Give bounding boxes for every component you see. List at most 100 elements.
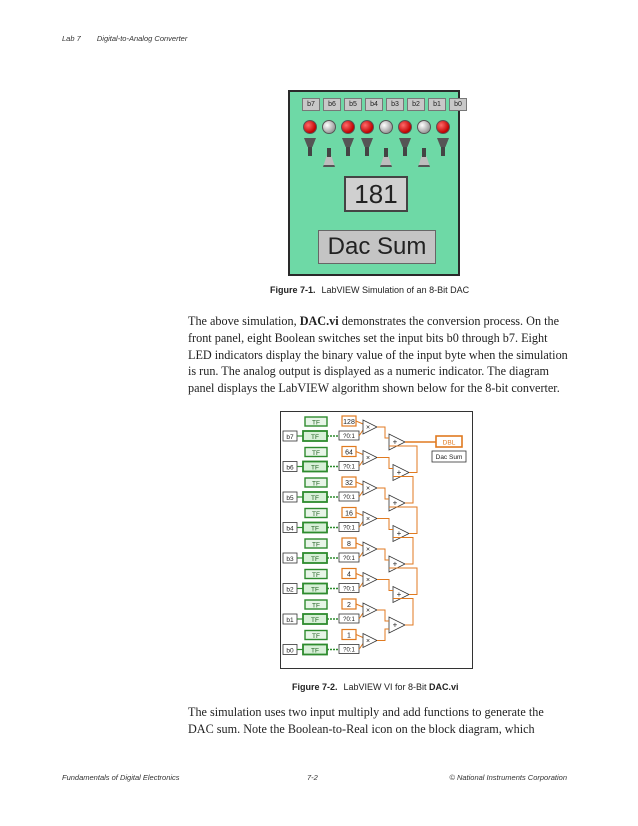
paragraph-1-before: The above simulation, bbox=[188, 314, 300, 328]
led-b7 bbox=[303, 120, 317, 134]
bit-label-b1: b1 bbox=[428, 98, 446, 111]
multiply-symbol: × bbox=[366, 455, 370, 462]
dbl-indicator-label: DBL bbox=[443, 440, 456, 447]
multiply-symbol: × bbox=[366, 516, 370, 523]
bool-to-real-label: ?0:1 bbox=[343, 587, 355, 593]
weight-wire bbox=[355, 634, 364, 638]
multiply-node bbox=[362, 632, 378, 649]
led-b2 bbox=[398, 120, 412, 134]
figure-1-caption-text: LabVIEW Simulation of an 8-Bit DAC bbox=[321, 285, 470, 295]
figure-1-caption: Figure 7-1.LabVIEW Simulation of an 8-Bi… bbox=[270, 285, 469, 295]
add-node bbox=[388, 616, 406, 634]
bool-to-real-label: ?0:1 bbox=[343, 648, 355, 654]
switch-b0[interactable] bbox=[435, 138, 451, 168]
weight-constant-4: 4 bbox=[347, 572, 351, 579]
multiply-symbol: × bbox=[366, 547, 370, 554]
tf-constant-box bbox=[304, 446, 328, 458]
footer-left: Fundamentals of Digital Electronics bbox=[62, 773, 180, 782]
bit-terminal-label-b6: b6 bbox=[286, 465, 294, 472]
led-row bbox=[302, 120, 451, 134]
value-wire bbox=[358, 521, 364, 528]
weight-wire bbox=[355, 603, 364, 608]
dac-sum-terminal-label: Dac Sum bbox=[436, 454, 463, 461]
tf-constant-box bbox=[304, 568, 328, 580]
figure-2-caption: Figure 7-2.LabVIEW VI for 8-Bit DAC.vi bbox=[292, 682, 465, 692]
header-title: Digital-to-Analog Converter bbox=[96, 34, 188, 43]
bit-terminal-label-b2: b2 bbox=[286, 587, 294, 594]
multiply-node bbox=[362, 602, 378, 618]
bool-to-real-label: ?0:1 bbox=[343, 526, 355, 532]
bool-to-real-label: ?0:1 bbox=[343, 465, 355, 471]
multiply-node bbox=[362, 480, 378, 496]
switch-b5[interactable] bbox=[340, 138, 356, 168]
value-wire bbox=[358, 582, 364, 589]
tf-constant-label: TF bbox=[312, 541, 320, 548]
led-b0 bbox=[436, 120, 450, 134]
footer-page-number: 7-2 bbox=[307, 773, 318, 782]
bit-terminal-label-b1: b1 bbox=[286, 617, 294, 624]
weight-wire bbox=[355, 573, 364, 577]
tf-switch-label: TF bbox=[311, 617, 319, 624]
bit-terminal-label-b0: b0 bbox=[286, 648, 294, 655]
figure-2-caption-label: Figure 7-2. bbox=[292, 682, 338, 692]
weight-constant-64: 64 bbox=[345, 450, 353, 457]
add-symbol: + bbox=[393, 621, 398, 630]
tf-switch-label: TF bbox=[311, 647, 319, 654]
tf-constant-label: TF bbox=[312, 602, 320, 609]
tf-constant-box bbox=[304, 629, 328, 641]
multiply-node bbox=[362, 510, 378, 527]
multiply-node bbox=[362, 571, 378, 588]
product-wire bbox=[377, 628, 389, 641]
weight-wire bbox=[355, 512, 364, 516]
switch-b6[interactable] bbox=[321, 138, 337, 168]
sum-wire bbox=[389, 506, 418, 534]
value-wire bbox=[358, 612, 364, 620]
figure-2-caption-prefix: LabVIEW VI for 8-Bit bbox=[343, 682, 430, 692]
weight-constant-2: 2 bbox=[347, 602, 351, 609]
sum-wire bbox=[393, 476, 414, 504]
switch-b1[interactable] bbox=[416, 138, 432, 168]
paragraph-1-after: demonstrates the conversion process. On … bbox=[188, 314, 568, 396]
tf-switch-label: TF bbox=[311, 495, 319, 502]
tf-constant-label: TF bbox=[312, 450, 320, 457]
tf-constant-box bbox=[304, 507, 328, 519]
sum-wire bbox=[393, 598, 414, 626]
bit-terminal-label-b3: b3 bbox=[286, 556, 294, 563]
switch-b2[interactable] bbox=[397, 138, 413, 168]
tf-constant-box bbox=[304, 599, 328, 610]
sum-wire bbox=[393, 537, 414, 565]
bool-to-real-label: ?0:1 bbox=[343, 495, 355, 501]
value-wire bbox=[358, 551, 364, 559]
numeric-indicator: 181 bbox=[344, 176, 408, 212]
dac-sum-terminal-box bbox=[431, 450, 467, 463]
weight-constant-1: 1 bbox=[347, 633, 351, 640]
tf-constant-box bbox=[304, 538, 328, 549]
bit-label-b4: b4 bbox=[365, 98, 383, 111]
switch-b7[interactable] bbox=[302, 138, 318, 168]
tf-constant-box bbox=[304, 477, 328, 488]
product-wire bbox=[377, 426, 389, 439]
product-wire bbox=[377, 609, 389, 622]
multiply-node bbox=[362, 419, 378, 435]
bit-label-b5: b5 bbox=[344, 98, 362, 111]
sum-wire bbox=[389, 445, 418, 473]
add-symbol: + bbox=[393, 560, 398, 569]
switch-b3[interactable] bbox=[378, 138, 394, 168]
tf-constant-label: TF bbox=[312, 633, 320, 640]
dbl-indicator-box bbox=[435, 435, 463, 448]
weight-constant-32: 32 bbox=[345, 480, 353, 487]
weight-constant-128: 128 bbox=[343, 419, 355, 426]
value-wire bbox=[358, 490, 364, 498]
switch-b4[interactable] bbox=[359, 138, 375, 168]
tf-constant-box bbox=[304, 416, 328, 427]
multiply-symbol: × bbox=[366, 577, 370, 584]
bit-label-b7: b7 bbox=[302, 98, 320, 111]
dac-sum-label: Dac Sum bbox=[318, 230, 436, 264]
weight-wire bbox=[355, 542, 364, 547]
tf-switch-label: TF bbox=[311, 464, 319, 471]
weight-constant-16: 16 bbox=[345, 511, 353, 518]
